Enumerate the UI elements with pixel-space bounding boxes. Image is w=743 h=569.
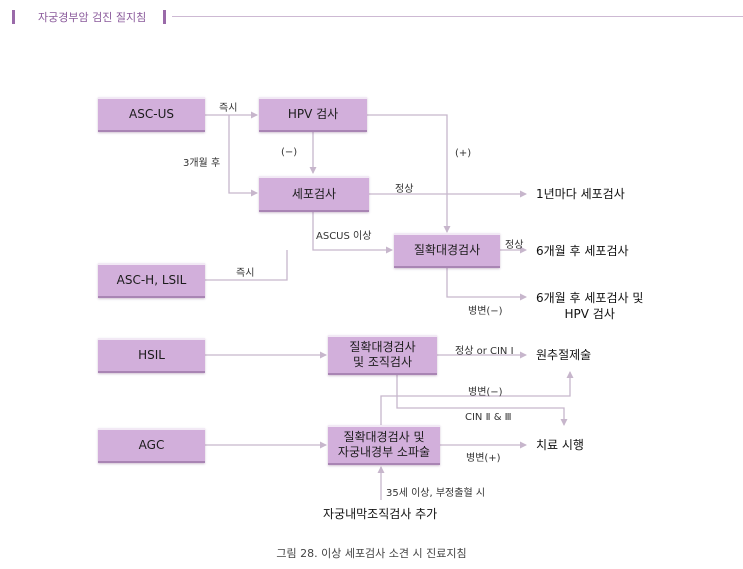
arrow-hpv-colposcopy (367, 114, 451, 233)
header-accent-bar (12, 10, 15, 24)
box-colposcopy-curettage: 질확대경검사 및 자궁내경부 소파술 (328, 425, 440, 465)
label-normal-1: 정상 (395, 184, 414, 195)
arrow-colposcopy-six-month-hpv (446, 268, 527, 301)
box-colposcopy-biopsy: 질확대경검사 및 조직검사 (328, 335, 437, 375)
arrow-ascus-cytology (228, 115, 258, 197)
box-agc: AGC (98, 428, 205, 463)
label-immediate-1: 즉시 (219, 103, 238, 114)
label-normal-2: 정상 (505, 240, 524, 251)
box-asc-h-lsil: ASC-H, LSIL (98, 263, 205, 298)
label-lesion-minus-2: 병변(−) (468, 387, 503, 398)
label-age35: 35세 이상, 부정출혈 시 (386, 488, 486, 499)
header-divider-bar (163, 10, 166, 24)
box-cytology: 세포검사 (259, 176, 369, 212)
label-three-months: 3개월 후 (183, 158, 221, 169)
outcome-endometrial-biopsy: 자궁내막조직검사 추가 (323, 507, 438, 521)
box-asc-us: ASC-US (98, 97, 205, 132)
label-plus: (+) (455, 148, 472, 159)
outcome-treatment: 치료 시행 (536, 438, 584, 452)
box-colposcopy: 질확대경검사 (394, 233, 500, 268)
label-cin23: CIN Ⅱ & Ⅲ (465, 412, 512, 423)
outcome-six-month-cytology: 6개월 후 세포검사 (536, 244, 629, 258)
header-title: 자궁경부암 검진 질지침 (38, 11, 147, 24)
label-ascus-above: ASCUS 이상 (316, 231, 372, 242)
arrow-curettage-cone (380, 371, 574, 425)
box-hsil: HSIL (98, 338, 205, 373)
box-hpv-test: HPV 검사 (259, 97, 367, 132)
label-minus: (−) (281, 147, 298, 158)
label-lesion-plus: 병변(+) (466, 453, 501, 464)
arrow-asch-colposcopy (205, 250, 288, 281)
figure-caption: 그림 28. 이상 세포검사 소견 시 진료지침 (276, 547, 467, 560)
label-lesion-minus-1: 병변(−) (468, 306, 503, 317)
arrow-biopsy-treatment (396, 375, 568, 426)
label-normal-cin1: 정상 or CIN Ⅰ (455, 346, 514, 357)
outcome-six-month-hpv: 6개월 후 세포검사 및 HPV 검사 (536, 291, 644, 321)
outcome-cone-biopsy: 원추절제술 (536, 348, 592, 362)
outcome-yearly-cytology: 1년마다 세포검사 (536, 187, 625, 201)
header-rule (172, 16, 743, 17)
label-immediate-2: 즉시 (236, 268, 255, 279)
arrow-cytology-colposcopy (312, 212, 393, 254)
